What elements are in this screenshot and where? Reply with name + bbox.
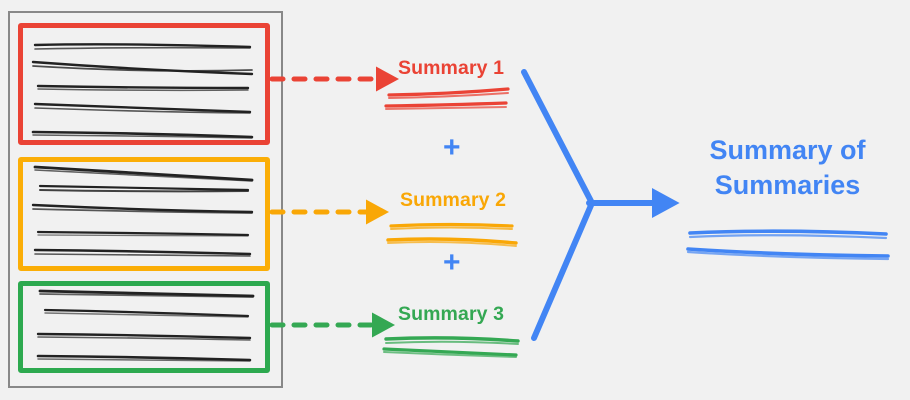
- merge-arrow-blue: [521, 69, 680, 341]
- summary-1-label[interactable]: Summary 1: [398, 57, 505, 79]
- summary-3-label[interactable]: Summary 3: [398, 303, 505, 325]
- underline-summary-1: [384, 87, 510, 110]
- final-title-line-1: Summary of: [709, 135, 866, 165]
- text-lines-red: [31, 43, 254, 139]
- text-lines-amber: [31, 165, 254, 257]
- summary-2-label[interactable]: Summary 2: [400, 189, 507, 211]
- underline-summary-3: [382, 336, 520, 358]
- text-lines-green: [36, 289, 255, 362]
- plus-operator-1: +: [443, 131, 461, 164]
- underline-final-summary: [686, 229, 890, 261]
- plus-operator-2: +: [443, 246, 461, 279]
- document-group-red[interactable]: [18, 23, 270, 145]
- final-title-line-2: Summaries: [714, 170, 861, 200]
- summary-of-summaries-title[interactable]: Summary of Summaries: [680, 133, 895, 203]
- underline-summary-2: [386, 222, 518, 247]
